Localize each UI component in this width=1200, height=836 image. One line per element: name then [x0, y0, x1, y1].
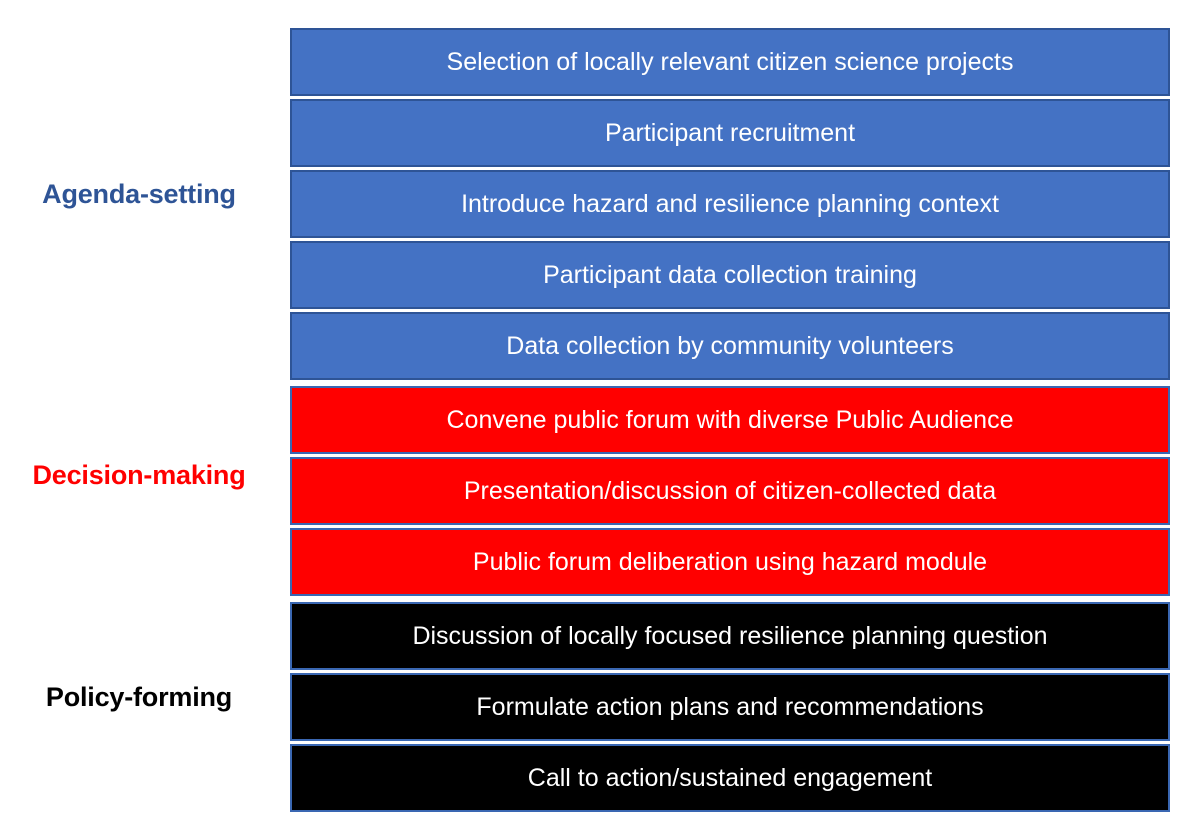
step-box-decision-3: Public forum deliberation using hazard m…	[290, 528, 1170, 596]
step-box-agenda-1: Selection of locally relevant citizen sc…	[290, 28, 1170, 96]
step-box-label: Data collection by community volunteers	[506, 331, 954, 360]
step-box-label: Formulate action plans and recommendatio…	[476, 692, 984, 721]
step-box-decision-1: Convene public forum with diverse Public…	[290, 386, 1170, 454]
step-box-agenda-2: Participant recruitment	[290, 99, 1170, 167]
step-box-label: Convene public forum with diverse Public…	[446, 405, 1014, 434]
step-box-label: Participant recruitment	[604, 118, 856, 147]
step-box-label: Selection of locally relevant citizen sc…	[446, 47, 1014, 76]
step-box-column: Selection of locally relevant citizen sc…	[290, 28, 1170, 815]
stage-label-decision-making: Decision-making	[32, 460, 246, 490]
stage-label-agenda-setting: Agenda-setting	[42, 179, 236, 209]
step-box-label: Call to action/sustained engagement	[527, 763, 933, 792]
step-box-label: Introduce hazard and resilience planning…	[461, 189, 999, 218]
step-box-label: Discussion of locally focused resilience…	[412, 621, 1048, 650]
step-box-label: Participant data collection training	[543, 260, 917, 289]
step-box-agenda-4: Participant data collection training	[290, 241, 1170, 309]
step-box-label: Presentation/discussion of citizen-colle…	[463, 476, 997, 505]
step-box-decision-2: Presentation/discussion of citizen-colle…	[290, 457, 1170, 525]
step-box-policy-2: Formulate action plans and recommendatio…	[290, 673, 1170, 741]
stage-label-policy-forming: Policy-forming	[45, 682, 233, 712]
step-box-policy-3: Call to action/sustained engagement	[290, 744, 1170, 812]
step-box-agenda-3: Introduce hazard and resilience planning…	[290, 170, 1170, 238]
step-box-policy-1: Discussion of locally focused resilience…	[290, 602, 1170, 670]
step-box-label: Public forum deliberation using hazard m…	[472, 547, 988, 576]
step-box-agenda-5: Data collection by community volunteers	[290, 312, 1170, 380]
